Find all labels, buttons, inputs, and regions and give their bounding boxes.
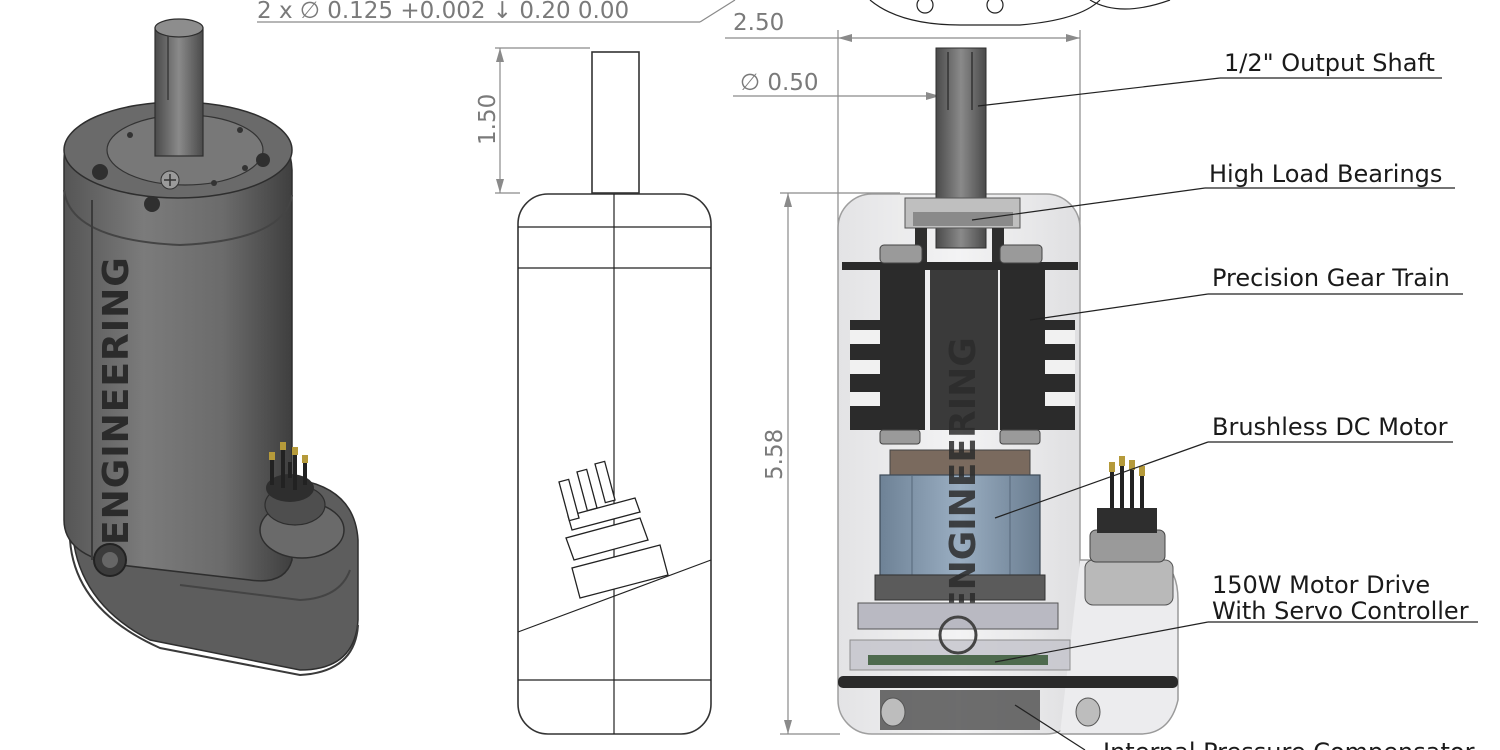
label-motor: Brushless DC Motor: [1212, 413, 1448, 441]
callout-bearings: High Load Bearings: [971, 160, 1455, 221]
iso-connector: [259, 442, 345, 559]
callout-output-shaft: 1/2" Output Shaft: [977, 49, 1442, 107]
cutaway-view: 2.50 ∅ 0.50 5.58: [725, 0, 1179, 735]
dim-shaft-length: 1.50: [475, 94, 501, 145]
callout-motor: Brushless DC Motor: [994, 413, 1453, 519]
outline-connector: [558, 460, 669, 599]
label-drive-line2: With Servo Controller: [1212, 597, 1469, 625]
gear-train: [850, 244, 1075, 445]
callout-compensator: Internal Pressure Compensator: [1014, 704, 1475, 750]
callouts: 1/2" Output Shaft High Load Bearings Pre…: [971, 49, 1478, 750]
isometric-view: ENGINEERING: [63, 18, 359, 677]
brushless-motor: [874, 449, 1046, 601]
brand-text-cutaway: ENGINEERING: [943, 337, 984, 615]
dim-overall-height: 5.58: [762, 429, 788, 480]
label-output-shaft: 1/2" Output Shaft: [1224, 49, 1435, 77]
callout-motor-drive: 150W Motor Drive With Servo Controller: [994, 571, 1478, 663]
label-gear-train: Precision Gear Train: [1212, 264, 1450, 292]
hole-callout-text: 2 x ∅ 0.125 +0.002 ↓ 0.20 0.00: [257, 0, 629, 24]
dim-shaft-diameter: ∅ 0.50: [740, 70, 819, 96]
side-outline-view: 1.50: [475, 47, 712, 735]
callout-gear-train: Precision Gear Train: [1029, 264, 1463, 321]
cutaway-connector: [1084, 456, 1174, 606]
hole-callout-note: 2 x ∅ 0.125 +0.002 ↓ 0.20 0.00: [257, 0, 736, 24]
label-bearings: High Load Bearings: [1209, 160, 1442, 188]
dim-width: 2.50: [733, 10, 784, 36]
motor-drive-board: [849, 602, 1071, 671]
label-compensator: Internal Pressure Compensator: [1103, 738, 1475, 750]
brand-text-iso: ENGINEERING: [96, 256, 137, 545]
label-drive-line1: 150W Motor Drive: [1212, 571, 1430, 599]
